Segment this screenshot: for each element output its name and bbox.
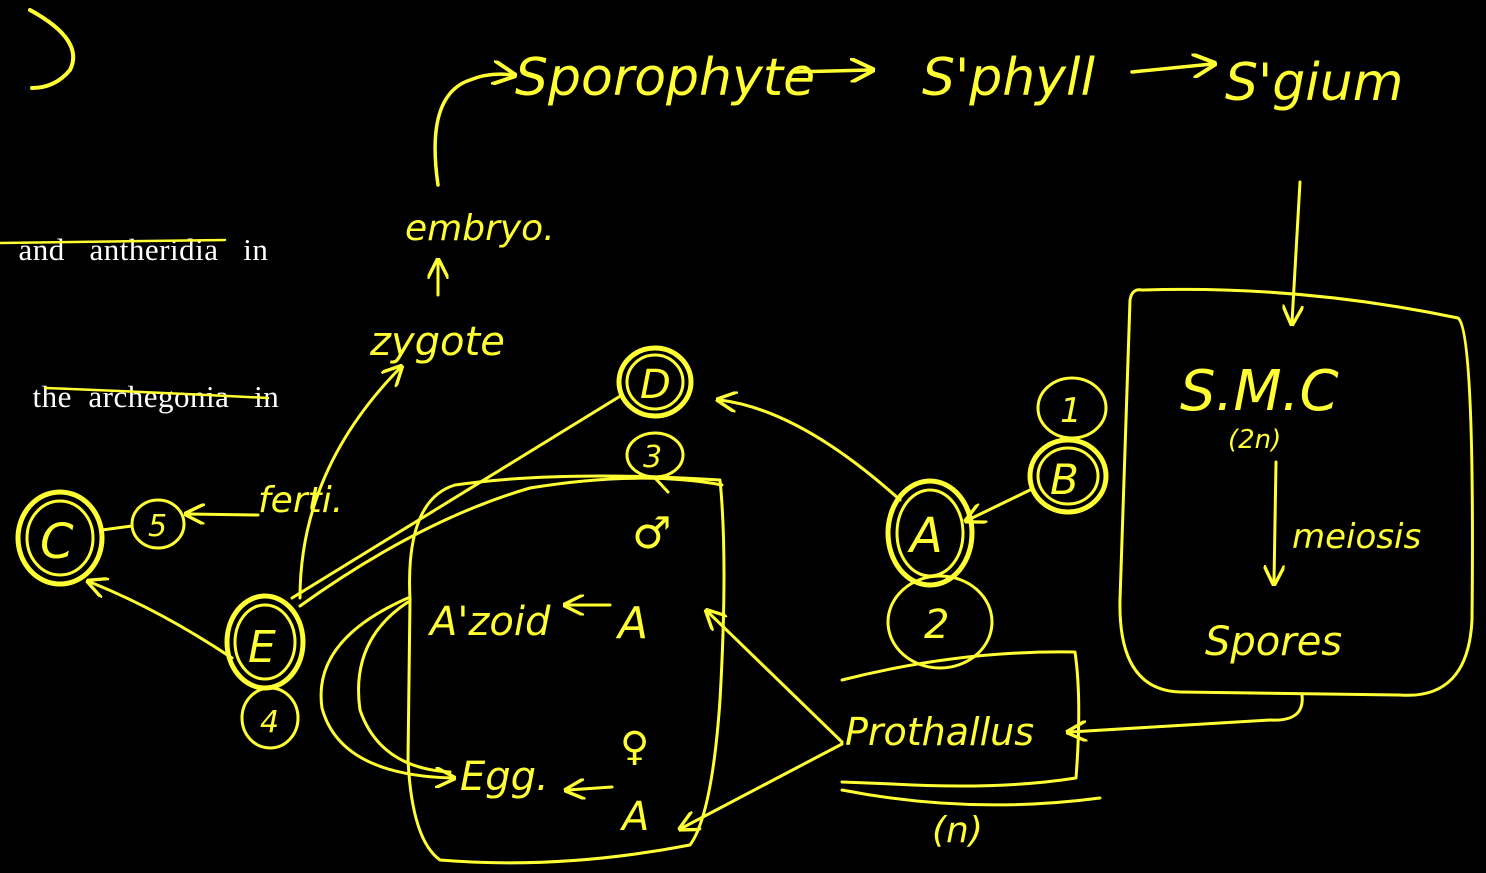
- node-a-ring: [885, 478, 975, 588]
- node-e-ring-inner: [233, 603, 297, 681]
- printed-word-underlined: archegonia: [88, 379, 230, 414]
- node-d-label: D: [640, 362, 671, 408]
- embryo-text: embryo.: [405, 208, 555, 249]
- arrow-sporangium-to-smc: [1292, 180, 1300, 322]
- printed-line-1: and antheridia in: [2, 196, 268, 268]
- arrow-prothallus-to-antheridium: [708, 612, 844, 744]
- arrow-embryo-to-sporophyte: [433, 74, 512, 187]
- fertilisation-text: ferti.: [258, 480, 343, 521]
- arrow-sporophyte-to-sporophyll: [790, 70, 870, 72]
- node-b-label: B: [1050, 455, 1079, 504]
- arrow-sporophyll-to-sporangium: [1130, 64, 1212, 72]
- node-d-ring-inner: [625, 353, 685, 411]
- spores-text: Spores: [1205, 619, 1342, 665]
- arrow-e-to-d: [290, 393, 624, 600]
- prothallus-box: [840, 650, 1081, 788]
- node-4-ring: [240, 686, 300, 750]
- node-3-label: 3: [643, 440, 662, 475]
- underline-antheridia: [0, 238, 227, 245]
- node-2-ring: [886, 574, 994, 670]
- arrow-ferti-to-5: [188, 514, 260, 515]
- arrow-e-to-zygote: [298, 368, 400, 600]
- printed-word: in: [243, 232, 269, 267]
- archegonium-label: A: [619, 794, 649, 840]
- male-symbol: ♂: [632, 508, 671, 559]
- zygote-text: zygote: [369, 319, 505, 365]
- antheridium-label: A: [615, 598, 648, 649]
- sporangium-text: S'gium: [1225, 53, 1403, 113]
- smc-ploidy-text: (2n): [1228, 425, 1281, 455]
- egg-text: Egg.: [460, 754, 549, 800]
- node-c-ring-inner: [25, 499, 95, 577]
- smc-box: [1118, 287, 1474, 697]
- underline-archegonia: [43, 386, 270, 400]
- sporophyll-text: S'phyll: [922, 48, 1095, 108]
- antherozoid-text: A'zoid: [427, 599, 551, 645]
- arrow-antherozoid-to-egg-outer: [319, 596, 452, 778]
- node-b-ring: [1027, 437, 1109, 515]
- gametangia-box: [406, 474, 726, 865]
- node-2-label: 2: [924, 602, 949, 648]
- node-c-ring: [15, 489, 105, 587]
- smc-text: S.M.C: [1180, 359, 1339, 424]
- arrow-archegonium-to-egg: [568, 787, 614, 790]
- female-symbol: ♀: [620, 724, 649, 770]
- node-c-label: C: [40, 514, 74, 570]
- arrow-prothallus-to-archegonium: [682, 742, 844, 828]
- partial-bracket: [28, 8, 76, 90]
- node-5-label: 5: [148, 509, 167, 544]
- prothallus-underline: [840, 788, 1102, 807]
- arrow-spores-to-prothallus: [1070, 693, 1304, 732]
- node-a-label: A: [907, 508, 943, 564]
- prothallus-ploidy-text: (n): [932, 810, 983, 851]
- sporophyte-text: Sporophyte: [515, 48, 815, 108]
- printed-word: the: [32, 379, 72, 414]
- printed-line-2: the archegonia in: [16, 343, 279, 415]
- arrow-smc-to-spores: [1274, 460, 1276, 582]
- link-c-to-5: [100, 524, 134, 532]
- node-1-label: 1: [1060, 391, 1082, 431]
- arrow-antherozoid-to-egg-inner: [357, 600, 452, 774]
- node-b-ring-inner: [1036, 446, 1100, 506]
- arrow-b-to-a: [968, 488, 1032, 520]
- node-e-label: E: [248, 622, 276, 673]
- arrow-e-to-box: [298, 476, 724, 608]
- printed-word-underlined: antheridia: [89, 232, 219, 267]
- printed-word: and: [18, 232, 65, 267]
- node-d-ring: [616, 345, 694, 419]
- prothallus-text: Prothallus: [845, 710, 1034, 754]
- arrow-e-to-c: [90, 582, 234, 660]
- arrow-a-to-d: [720, 400, 902, 502]
- arrow-to-central-box: [653, 476, 670, 494]
- meiosis-text: meiosis: [1292, 517, 1421, 557]
- node-4-label: 4: [260, 705, 279, 740]
